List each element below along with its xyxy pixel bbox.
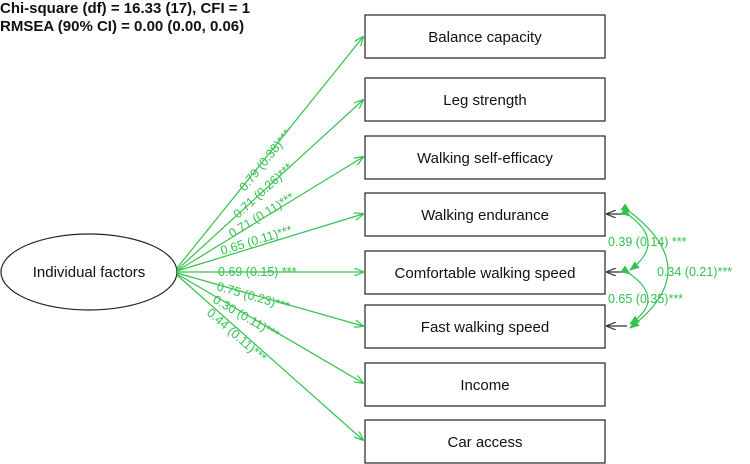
covariance-label-endurance-comfortable: 0.39 (0.14) *** bbox=[608, 235, 687, 249]
loading-path-car bbox=[176, 274, 363, 440]
indicator-balance-capacity: Balance capacity bbox=[364, 14, 606, 59]
fit-line-rmsea: RMSEA (90% CI) = 0.00 (0.00, 0.06) bbox=[0, 18, 245, 35]
loading-path-leg bbox=[176, 100, 363, 271]
loading-path-endurance bbox=[176, 214, 363, 272]
covariance-label-endurance-fast: 0.34 (0.21)*** bbox=[657, 265, 732, 279]
indicator-label: Income bbox=[460, 377, 509, 394]
fit-statistics: Chi-square (df) = 16.33 (17), CFI = 1 RM… bbox=[0, 0, 250, 36]
indicator-leg-strength: Leg strength bbox=[364, 77, 606, 122]
indicator-label: Fast walking speed bbox=[421, 319, 549, 336]
indicator-label: Walking self-efficacy bbox=[417, 150, 553, 167]
indicator-walking-self-efficacy: Walking self-efficacy bbox=[364, 135, 606, 180]
indicator-income: Income bbox=[364, 362, 606, 407]
indicator-fast-walking-speed: Fast walking speed bbox=[364, 304, 606, 349]
latent-label: Individual factors bbox=[33, 264, 146, 281]
loading-path-income bbox=[176, 273, 363, 383]
loading-path-balance bbox=[176, 37, 363, 269]
indicator-label: Balance capacity bbox=[428, 29, 542, 46]
indicator-label: Comfortable walking speed bbox=[395, 265, 576, 282]
loading-label-comfortable: 0.69 (0.15) *** bbox=[218, 265, 297, 279]
loading-path-efficacy bbox=[176, 157, 363, 272]
indicator-label: Walking endurance bbox=[421, 207, 549, 224]
covariance-arc-endurance-fast bbox=[620, 203, 669, 329]
indicator-label: Leg strength bbox=[443, 92, 526, 109]
indicator-walking-endurance: Walking endurance bbox=[364, 192, 606, 237]
covariance-label-comfortable-fast: 0.65 (0.35)*** bbox=[608, 292, 683, 306]
loading-path-fast bbox=[176, 272, 363, 326]
fit-line-chi-square: Chi-square (df) = 16.33 (17), CFI = 1 bbox=[0, 0, 251, 17]
indicator-label: Car access bbox=[447, 434, 522, 451]
indicator-car-access: Car access bbox=[364, 419, 606, 464]
indicator-comfortable-walking-speed: Comfortable walking speed bbox=[364, 250, 606, 295]
